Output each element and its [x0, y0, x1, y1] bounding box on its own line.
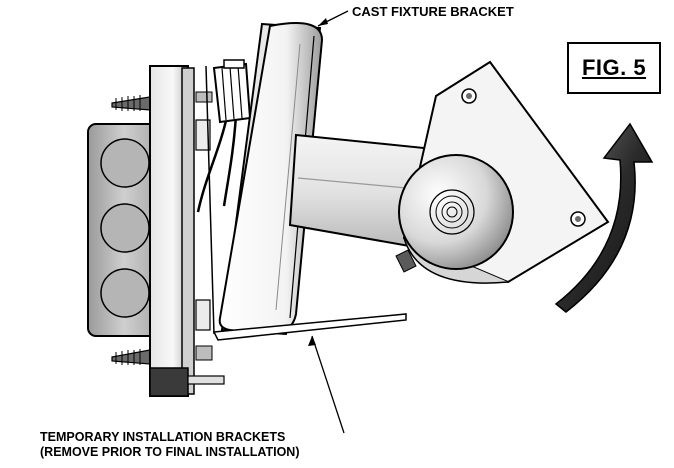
- rotation-arrow: [554, 122, 654, 313]
- wire-nut: [212, 59, 252, 124]
- cast-fixture-bracket-label: CAST FIXTURE BRACKET: [352, 4, 514, 19]
- leader-lines: [308, 10, 349, 434]
- supply-wires: [196, 111, 238, 213]
- top-wood-screw: [111, 95, 151, 111]
- cast-fixture-bracket-leader: [317, 10, 349, 27]
- temporary-bracket-leader: [308, 335, 345, 434]
- lamp-housing: [395, 60, 610, 284]
- mounting-plate: [149, 65, 225, 397]
- bottom-wood-screw: [111, 349, 151, 365]
- temporary-brackets-caption: TEMPORARY INSTALLATION BRACKETS (REMOVE …: [40, 430, 300, 460]
- figure-label-box: FIG. 5: [567, 42, 661, 94]
- temporary-installation-bracket: [205, 65, 407, 341]
- figure-label: FIG. 5: [581, 55, 647, 80]
- temporary-brackets-line2: (REMOVE PRIOR TO FINAL INSTALLATION): [40, 445, 300, 459]
- temporary-brackets-line1: TEMPORARY INSTALLATION BRACKETS: [40, 430, 286, 444]
